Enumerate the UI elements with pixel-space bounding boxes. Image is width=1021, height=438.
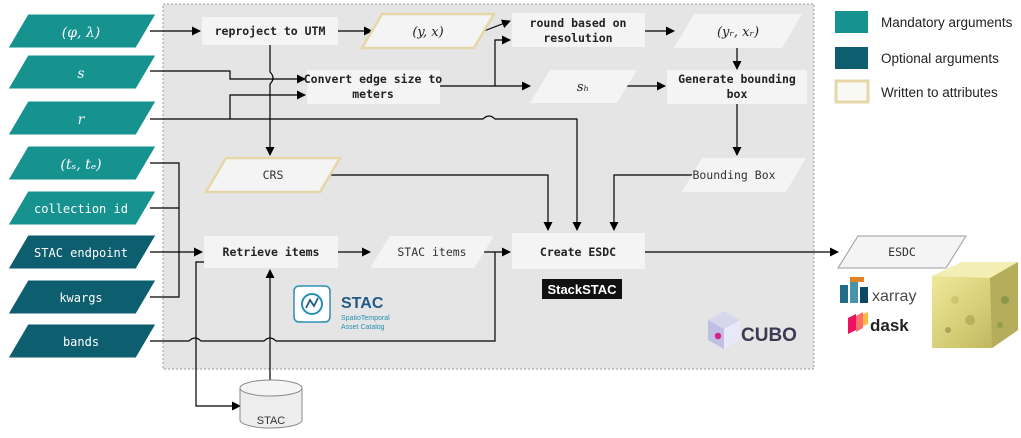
- svg-text:meters: meters: [352, 87, 394, 101]
- input-stac-endpoint: STAC endpoint: [7, 234, 157, 270]
- svg-text:SpatioTemporal: SpatioTemporal: [341, 315, 390, 322]
- edges: [150, 19, 839, 411]
- svg-text:Retrieve items: Retrieve items: [223, 245, 320, 259]
- stackstac-logo: StackSTAC: [542, 279, 622, 299]
- input-kwargs: kwargs: [7, 279, 157, 315]
- svg-text:Asset Catalog: Asset Catalog: [341, 324, 385, 331]
- svg-text:collection id: collection id: [34, 202, 128, 216]
- svg-text:(φ, λ): (φ, λ): [62, 25, 101, 41]
- svg-text:Generate bounding: Generate bounding: [678, 72, 796, 86]
- svg-text:STAC items: STAC items: [397, 245, 466, 259]
- legend-optional: Optional arguments: [835, 47, 999, 69]
- input-bands: bands: [7, 323, 157, 359]
- data-esdc: ESDC: [837, 235, 967, 269]
- svg-text:CUBO: CUBO: [741, 325, 797, 346]
- dask-logo: dask: [848, 312, 909, 335]
- svg-text:(y, x): (y, x): [412, 25, 443, 40]
- svg-text:kwargs: kwargs: [59, 291, 102, 305]
- svg-text:sₕ: sₕ: [577, 80, 589, 95]
- svg-text:StackSTAC: StackSTAC: [547, 282, 617, 297]
- svg-text:reproject to UTM: reproject to UTM: [215, 24, 326, 38]
- xarray-logo: xarray: [840, 277, 916, 305]
- process-reproject: reproject to UTM: [202, 17, 338, 45]
- process-convert-edge: Convert edge size to meters: [304, 70, 443, 104]
- svg-text:box: box: [727, 87, 748, 101]
- svg-text:Convert edge size to: Convert edge size to: [304, 72, 443, 86]
- svg-text:CRS: CRS: [263, 168, 284, 182]
- input-phi-lambda: (φ, λ): [7, 13, 157, 49]
- process-retrieve-items: Retrieve items: [204, 236, 338, 268]
- stac-database: STAC: [239, 379, 303, 429]
- input-ts-te: (tₛ, tₑ): [7, 145, 157, 181]
- svg-text:STAC: STAC: [341, 295, 384, 312]
- svg-text:round based on: round based on: [530, 16, 627, 30]
- svg-text:xarray: xarray: [872, 288, 916, 305]
- svg-text:Create ESDC: Create ESDC: [540, 245, 616, 259]
- stac-logo: STAC SpatioTemporal Asset Catalog: [293, 285, 390, 331]
- legend: Mandatory arguments Optional arguments W…: [834, 11, 1013, 104]
- process-round: round based on resolution: [512, 13, 645, 47]
- svg-text:resolution: resolution: [543, 31, 612, 45]
- legend-mandatory: Mandatory arguments: [835, 11, 1013, 33]
- data-yr-xr: (yᵣ, xᵣ): [674, 14, 802, 48]
- svg-text:dask: dask: [870, 316, 909, 335]
- svg-text:STAC endpoint: STAC endpoint: [34, 246, 128, 260]
- svg-text:(tₛ, tₑ): (tₛ, tₑ): [60, 157, 101, 173]
- legend-written: Written to attributes: [834, 79, 998, 104]
- svg-text:Mandatory arguments: Mandatory arguments: [881, 15, 1013, 30]
- svg-text:Written to attributes: Written to attributes: [881, 85, 998, 100]
- svg-text:Bounding Box: Bounding Box: [692, 168, 775, 182]
- svg-text:r: r: [78, 112, 86, 128]
- svg-text:STAC: STAC: [257, 415, 286, 427]
- process-create-esdc: Create ESDC: [512, 233, 645, 269]
- svg-text:ESDC: ESDC: [888, 245, 916, 259]
- svg-text:s: s: [77, 66, 84, 82]
- svg-text:Optional arguments: Optional arguments: [881, 51, 999, 66]
- data-sh: sₕ: [530, 70, 637, 103]
- process-generate-bbox: Generate bounding box: [667, 70, 807, 104]
- svg-text:(yᵣ, xᵣ): (yᵣ, xᵣ): [717, 25, 759, 40]
- input-collection-id: collection id: [7, 190, 157, 226]
- data-cube-image: [932, 262, 1018, 348]
- input-r: r: [7, 100, 157, 136]
- data-crs: CRS: [203, 156, 343, 194]
- data-bounding-box: Bounding Box: [682, 158, 806, 192]
- svg-text:bands: bands: [63, 335, 99, 349]
- data-yx: (y, x): [359, 12, 497, 50]
- input-s: s: [7, 54, 157, 90]
- cubo-logo: CUBO: [708, 311, 797, 349]
- data-stac-items: STAC items: [370, 236, 494, 268]
